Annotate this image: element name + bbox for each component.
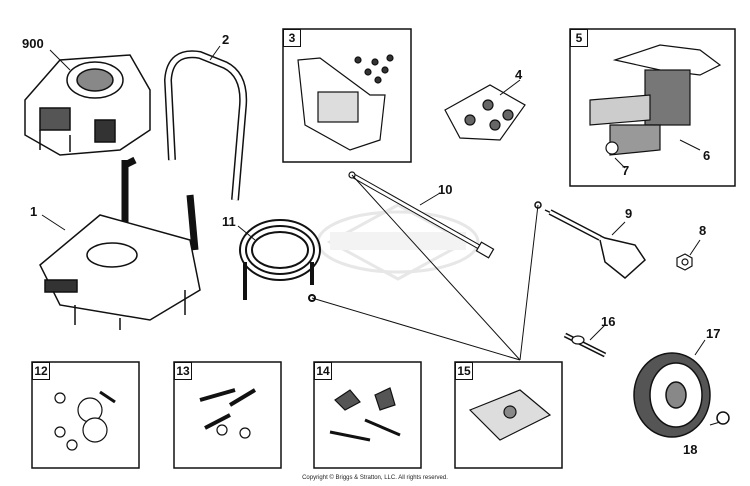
part-label-4: 4 — [515, 67, 523, 82]
box-12-parts — [54, 390, 116, 451]
pump-drawing — [589, 44, 722, 156]
copyright-text: Copyright © Briggs & Stratton, LLC. All … — [302, 475, 448, 481]
part-label-5: 5 — [570, 29, 588, 47]
part-label-900: 900 — [22, 36, 44, 51]
retaining-ring-drawing — [716, 411, 730, 425]
part-label-14: 14 — [314, 362, 332, 380]
handle-drawing — [163, 50, 248, 201]
box-5 — [569, 28, 736, 187]
part-label-16: 16 — [601, 314, 616, 329]
part-label-8: 8 — [699, 223, 707, 238]
box-12 — [31, 361, 140, 469]
box-3 — [282, 28, 412, 163]
leader-lines — [41, 45, 721, 426]
box-14-parts — [329, 387, 401, 442]
nut-drawing — [676, 253, 693, 271]
part-label-10: 10 — [438, 182, 453, 197]
part-label-12: 12 — [32, 362, 50, 380]
part-label-6: 6 — [703, 148, 711, 163]
part-label-11: 11 — [222, 214, 236, 229]
part-label-7: 7 — [622, 163, 630, 178]
part-label-3: 3 — [283, 29, 301, 47]
wheel-drawing — [633, 352, 711, 438]
part-label-17: 17 — [706, 326, 721, 341]
spray-gun-drawing — [534, 201, 646, 279]
engine-drawing — [24, 54, 151, 156]
box-14 — [313, 361, 422, 469]
part-label-13: 13 — [174, 362, 192, 380]
box-13-parts — [199, 388, 257, 439]
part-label-15: 15 — [455, 362, 473, 380]
screws-drawing — [444, 84, 526, 141]
bracket-drawing — [297, 54, 394, 151]
part-label-1: 1 — [30, 204, 38, 219]
part-label-9: 9 — [625, 206, 633, 221]
box-15 — [454, 361, 563, 469]
box-13 — [173, 361, 282, 469]
hose-drawing — [239, 219, 321, 302]
frame-drawing — [39, 156, 201, 330]
part-label-2: 2 — [222, 32, 230, 47]
part-label-18: 18 — [683, 442, 698, 457]
box-15-parts — [468, 389, 552, 441]
watermark-logo — [316, 203, 480, 281]
axle-drawing — [563, 332, 607, 358]
wand-drawing — [348, 171, 495, 259]
